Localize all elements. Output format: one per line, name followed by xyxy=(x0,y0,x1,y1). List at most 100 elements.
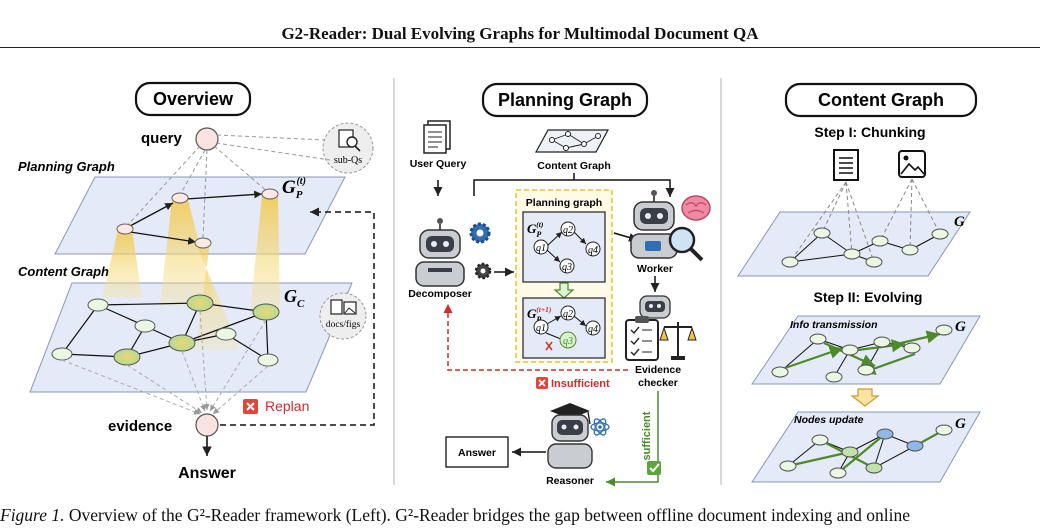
ov-answer-label: Answer xyxy=(178,465,236,482)
ov-gp-symbol: GP(t) xyxy=(282,176,306,201)
image-icon xyxy=(898,150,926,178)
ov-plan-node xyxy=(171,192,189,204)
worker-label: Worker xyxy=(637,263,673,275)
user-query-doc-icon xyxy=(423,120,451,154)
clipboard-icon xyxy=(625,316,659,361)
content-title: Content Graph xyxy=(818,90,944,110)
plan-graph-box-title: Planning graph xyxy=(526,197,602,209)
content-panel: Content Graph Step I: Chunking G xyxy=(737,82,981,483)
chunk-links xyxy=(789,178,941,263)
caption-text: Overview of the G²-Reader framework (Lef… xyxy=(64,505,910,525)
check-icon xyxy=(647,461,661,475)
svg-text:q3: q3 xyxy=(563,336,573,347)
ov-content-node xyxy=(51,347,73,361)
svg-text:q1: q1 xyxy=(536,243,546,254)
pl-answer-label: Answer xyxy=(458,447,496,459)
ct1-nodes xyxy=(781,227,949,268)
checker-robot-icon xyxy=(639,295,671,319)
sufficient-label: sufficient xyxy=(641,411,653,460)
paper-title: G2-Reader: Dual Evolving Graphs for Mult… xyxy=(281,24,759,43)
reasoner-robot-icon xyxy=(547,403,593,469)
replan-x-icon xyxy=(243,399,258,414)
ov-planning-graph-label: Planning Graph xyxy=(18,159,115,174)
planning-panel: Planning Graph User Query xyxy=(408,82,711,487)
scale-icon xyxy=(659,322,697,360)
plan-t-edges xyxy=(546,231,587,263)
checker-label-1: Evidence xyxy=(635,364,681,376)
ct3-nodes xyxy=(779,424,953,479)
magnifier-icon xyxy=(668,226,704,262)
insufficient-label: Insufficient xyxy=(551,378,610,390)
beam-1 xyxy=(102,230,142,298)
reasoner-label: Reasoner xyxy=(546,475,594,487)
overview-panel: Overview query sub-Qs Planning Graph GP(… xyxy=(18,81,375,482)
evidence-links xyxy=(61,310,269,415)
svg-text:q3: q3 xyxy=(562,262,572,273)
step1-label: Step I: Chunking xyxy=(814,124,925,140)
overview-title: Overview xyxy=(153,89,234,109)
plan-gt-symbol: GP(t) xyxy=(527,220,544,239)
beam-2 xyxy=(160,200,215,305)
document-icon xyxy=(833,149,859,181)
plan-t1-edges xyxy=(545,315,587,340)
insufficient-x-icon xyxy=(536,377,548,389)
search-doc-icon xyxy=(338,129,361,152)
insufficient-loop xyxy=(443,304,628,371)
docs-bubble xyxy=(319,292,367,340)
ct-g-symbol-2: G xyxy=(955,319,966,335)
evidence-node xyxy=(195,413,219,437)
doc-image-icon xyxy=(330,299,357,315)
cg-to-worker-arrow xyxy=(473,179,675,197)
info-transmission-label: Info transmission xyxy=(790,319,878,331)
pl-answer-box xyxy=(445,436,509,468)
docs-label: docs/figs xyxy=(326,319,361,330)
svg-text:q4: q4 xyxy=(588,245,598,256)
overview-title-box xyxy=(134,81,252,117)
ov-plan-node xyxy=(116,223,134,235)
ct-g-symbol-1: G xyxy=(954,214,965,230)
user-query-label: User Query xyxy=(410,158,467,170)
beam-4 xyxy=(250,196,280,312)
replan-label: Replan xyxy=(265,398,309,414)
sufficient-path xyxy=(606,391,659,487)
content-title-box xyxy=(784,82,978,118)
nodes-update-label: Nodes update xyxy=(794,414,864,426)
ov-content-node-hl xyxy=(186,294,214,312)
plan-t-nodes: q1 q2 q3 q4 xyxy=(533,221,601,274)
svg-text:q2: q2 xyxy=(563,225,573,236)
ov-content-node-hl xyxy=(113,348,141,366)
decomposer-robot-icon xyxy=(415,218,465,287)
gear-icon xyxy=(474,262,492,280)
ct-g-symbol-3: G xyxy=(955,416,966,432)
ov-plan-node xyxy=(194,237,212,249)
ov-content-node xyxy=(257,353,279,367)
ov-content-node xyxy=(87,298,109,312)
decomposer-label: Decomposer xyxy=(408,288,472,300)
content-graph-mini-label: Content Graph xyxy=(537,160,611,172)
plan-t1-nodes: q1 q2 q3 q4 xyxy=(533,305,601,349)
caption-prefix: Figure 1. xyxy=(0,505,65,525)
evolve-down-arrow xyxy=(850,388,880,407)
figure-caption: Figure 1. Overview of the G²-Reader fram… xyxy=(0,505,1040,530)
ov-content-node xyxy=(134,319,156,333)
svg-text:q2: q2 xyxy=(563,309,573,320)
atom-icon xyxy=(590,418,610,436)
subqs-label: sub-Qs xyxy=(334,155,362,166)
worker-robot-icon xyxy=(630,190,678,259)
svg-text:q1: q1 xyxy=(536,323,546,334)
ct-plane-1 xyxy=(737,211,971,277)
ov-planning-edges xyxy=(129,190,263,245)
ov-content-node xyxy=(215,327,237,341)
planning-title-box xyxy=(481,82,649,118)
content-graph-mini-icon xyxy=(534,129,610,153)
ct2-nodes xyxy=(771,324,953,383)
figure-canvas: Overview query sub-Qs Planning Graph GP(… xyxy=(18,78,981,487)
query-label: query xyxy=(141,130,183,147)
query-links xyxy=(124,134,331,239)
gear-icon xyxy=(469,222,491,244)
subqs-bubble xyxy=(322,122,374,174)
ov-content-node-hl xyxy=(168,334,196,352)
beam-3 xyxy=(195,243,240,350)
page-header: G2-Reader: Dual Evolving Graphs for Mult… xyxy=(0,0,1040,48)
plan-gt1-symbol: GP(t+1) xyxy=(527,305,552,324)
